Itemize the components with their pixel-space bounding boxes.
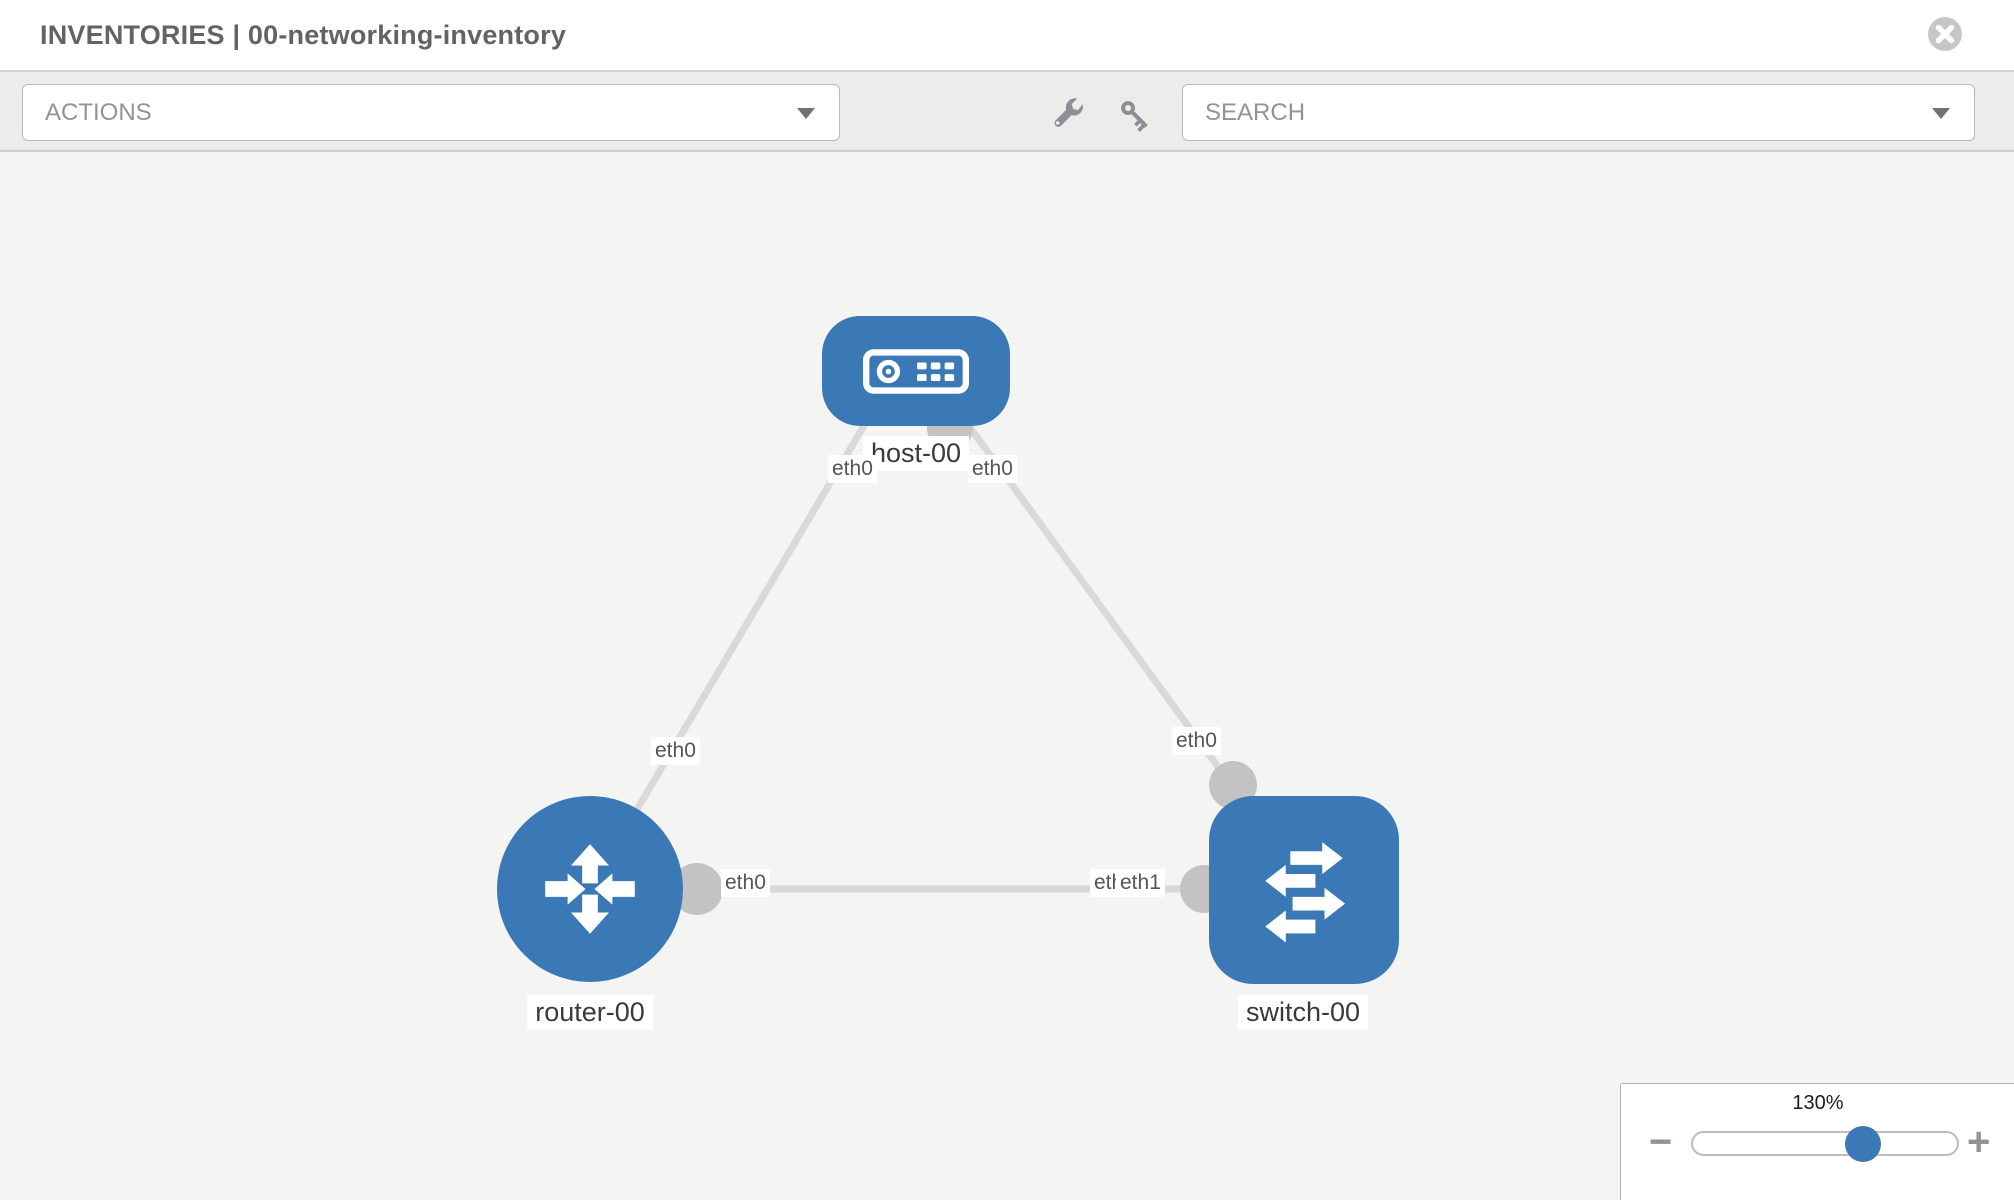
wrench-button[interactable] xyxy=(1048,96,1086,134)
zoom-level-value: 130% xyxy=(1792,1092,1844,1114)
search-dropdown-label: SEARCH xyxy=(1205,99,1306,126)
close-icon xyxy=(1928,17,1962,51)
zoom-in-button[interactable]: + xyxy=(1967,1120,1991,1164)
router-arrows-icon xyxy=(545,844,635,934)
page-title: INVENTORIES | 00-networking-inventory xyxy=(40,20,567,50)
actions-dropdown[interactable]: ACTIONS xyxy=(22,84,840,141)
zoom-slider-track[interactable] xyxy=(1691,1131,1959,1156)
node-host-00[interactable] xyxy=(822,316,1010,426)
node-label-switch-00: switch-00 xyxy=(1237,995,1369,1030)
interface-label-host-eth0-to-switch: eth0 xyxy=(968,455,1017,483)
key-button[interactable] xyxy=(1116,96,1154,134)
zoom-out-button[interactable]: − xyxy=(1649,1120,1673,1164)
node-router-00[interactable] xyxy=(497,796,683,982)
node-switch-00[interactable] xyxy=(1209,796,1399,984)
close-button[interactable] xyxy=(1927,16,1963,52)
search-dropdown[interactable]: SEARCH xyxy=(1182,84,1975,141)
header: INVENTORIES | 00-networking-inventory xyxy=(0,0,2014,72)
interface-label-router-eth0-to-host: eth0 xyxy=(651,737,700,765)
chevron-down-icon xyxy=(797,108,815,119)
node-label-router-00: router-00 xyxy=(527,995,653,1030)
chevron-down-icon xyxy=(1932,108,1950,119)
interface-label-switch-eth0-to-host: eth0 xyxy=(1172,727,1221,755)
switch-arrows-icon xyxy=(1265,842,1346,943)
zoom-slider-handle[interactable] xyxy=(1845,1126,1881,1162)
wrench-icon xyxy=(1054,98,1083,127)
topology-links xyxy=(586,403,1304,915)
zoom-control-panel: 130% − + xyxy=(1620,1083,2014,1200)
node-label-host-00: host-00 xyxy=(862,436,970,471)
topology-canvas[interactable]: host-00 router-00 switch-00 eth0 eth0 et… xyxy=(0,152,2014,1200)
host-device-icon xyxy=(863,348,969,394)
actions-dropdown-label: ACTIONS xyxy=(45,99,152,126)
key-icon xyxy=(1121,101,1148,132)
interface-label-host-eth0-to-router: eth0 xyxy=(828,455,877,483)
toolbar: ACTIONS SEARCH xyxy=(0,72,2014,152)
interface-port xyxy=(671,863,723,915)
interface-label-router-eth0-to-switch: eth0 xyxy=(721,869,770,897)
interface-label-switch-eth1-to-router: eth1 xyxy=(1116,869,1165,897)
